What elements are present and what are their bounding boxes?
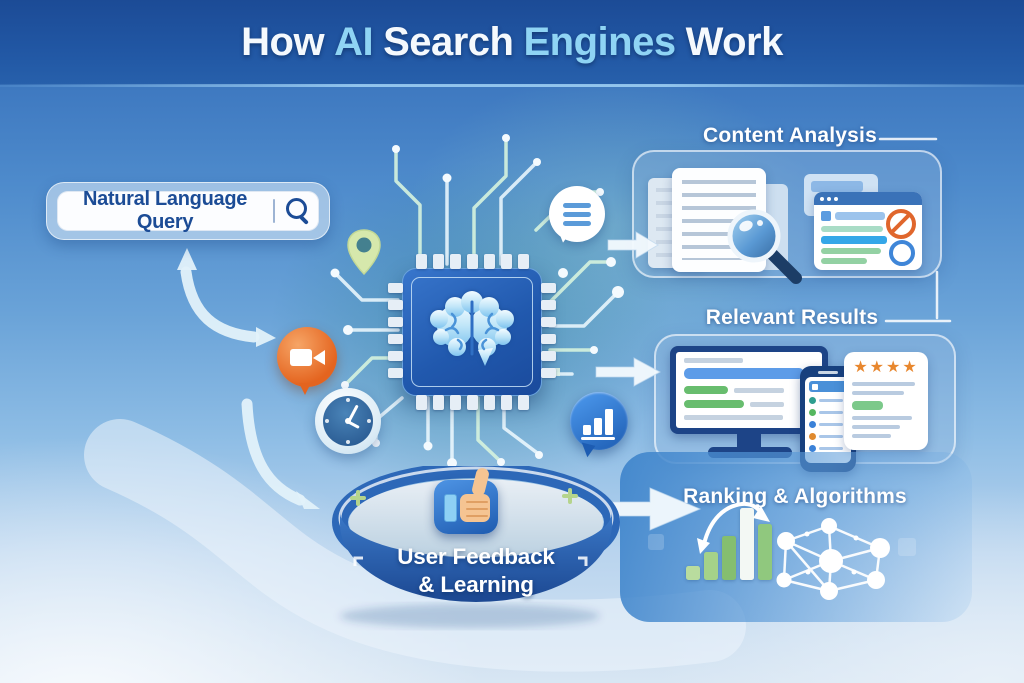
arrow-to-relevant-results <box>595 357 662 387</box>
map-pin-icon <box>347 229 381 276</box>
result-line <box>819 398 843 403</box>
chip-pins <box>388 254 556 410</box>
chip-pin <box>541 334 556 344</box>
chip-pin <box>541 368 556 378</box>
result-dot <box>809 409 816 416</box>
title-word-accent: AI <box>334 20 374 64</box>
chip-pin <box>541 317 556 327</box>
circuit-traces <box>336 140 616 461</box>
chip-pin <box>450 254 461 269</box>
chip-pin <box>501 254 512 269</box>
growth-bars-icon <box>686 504 778 580</box>
phone-result-row <box>809 421 847 428</box>
chip-pin <box>433 254 444 269</box>
chip-pin <box>388 351 403 361</box>
chip-pin <box>433 395 444 410</box>
sparkle-icon <box>562 488 578 504</box>
growth-bar <box>740 508 754 580</box>
result-line <box>819 434 843 439</box>
curved-flow-arrows <box>177 248 320 509</box>
chip-pin <box>541 300 556 310</box>
user-feedback-label-line2: & Learning <box>418 572 534 597</box>
chip-pin <box>388 317 403 327</box>
search-bar: Natural Language Query <box>46 182 330 240</box>
chip-pin <box>416 395 427 410</box>
bar-chart-bubble-icon <box>570 392 628 459</box>
clock-icon <box>315 388 381 454</box>
result-line <box>819 446 843 451</box>
thumbs-up-icon <box>434 466 498 534</box>
result-line <box>819 422 843 427</box>
relevant-results-label: Relevant Results <box>705 306 879 329</box>
phone-result-row <box>809 397 847 404</box>
title-word: Search <box>383 20 514 64</box>
chip-pin <box>450 395 461 410</box>
title-word-accent: Engines <box>523 20 676 64</box>
result-dot <box>809 397 816 404</box>
webpage-filter-icon <box>814 192 922 270</box>
chip-pin <box>388 334 403 344</box>
growth-bar <box>704 552 718 580</box>
chip-pin <box>541 351 556 361</box>
result-dot <box>809 445 816 452</box>
result-dot <box>809 421 816 428</box>
review-card-icon: ★★★★ <box>844 352 928 450</box>
chip-pin <box>518 395 529 410</box>
chip-pin <box>484 254 495 269</box>
magnifier-icon <box>281 194 315 228</box>
swoosh-band <box>84 419 746 672</box>
monitor-stand <box>737 434 761 447</box>
result-line <box>819 410 843 415</box>
star-rating: ★★★★ <box>853 359 919 376</box>
blocked-content-icon <box>886 209 916 239</box>
chip-pin <box>541 283 556 293</box>
growth-bar <box>758 524 772 580</box>
chip-pin <box>467 254 478 269</box>
growth-bar <box>686 566 700 580</box>
chip-pin <box>388 283 403 293</box>
ranking-algorithms-label: Ranking & Algorithms <box>683 485 907 508</box>
content-analysis-panel <box>632 150 942 284</box>
chip-pin <box>388 300 403 310</box>
title-word: How <box>241 20 325 64</box>
chip-pin <box>484 395 495 410</box>
label-connector-lines <box>878 137 952 323</box>
approved-content-icon <box>889 240 915 266</box>
chip-inner-frame <box>411 277 533 387</box>
network-graph-icon <box>776 518 890 600</box>
deco-square <box>648 534 664 550</box>
magnifier-icon <box>727 209 802 284</box>
search-input: Natural Language Query <box>57 188 319 233</box>
chip-pin <box>467 395 478 410</box>
search-query-text: Natural Language Query <box>82 188 248 233</box>
growth-arrow-icon <box>697 501 770 554</box>
video-camera-bubble-icon <box>277 327 337 395</box>
phone-result-row <box>809 433 847 440</box>
ai-processor-chip <box>388 254 556 410</box>
deco-square <box>898 538 916 556</box>
search-divider <box>273 199 275 223</box>
chip-pin <box>518 254 529 269</box>
phone-result-row <box>809 409 847 416</box>
content-analysis-label: Content Analysis <box>703 124 877 147</box>
brain-icon <box>430 291 514 366</box>
chip-pin <box>501 395 512 410</box>
chat-lines-bubble-icon <box>549 186 605 244</box>
chip-pin <box>388 368 403 378</box>
user-feedback-label-line1: User Feedback <box>397 544 555 569</box>
arrow-to-content-analysis <box>607 231 659 259</box>
phone-result-row <box>809 445 847 452</box>
result-dot <box>809 433 816 440</box>
sparkle-icon <box>350 490 366 506</box>
growth-bar <box>722 536 736 580</box>
chip-pin <box>416 254 427 269</box>
title-word: Work <box>685 20 784 64</box>
